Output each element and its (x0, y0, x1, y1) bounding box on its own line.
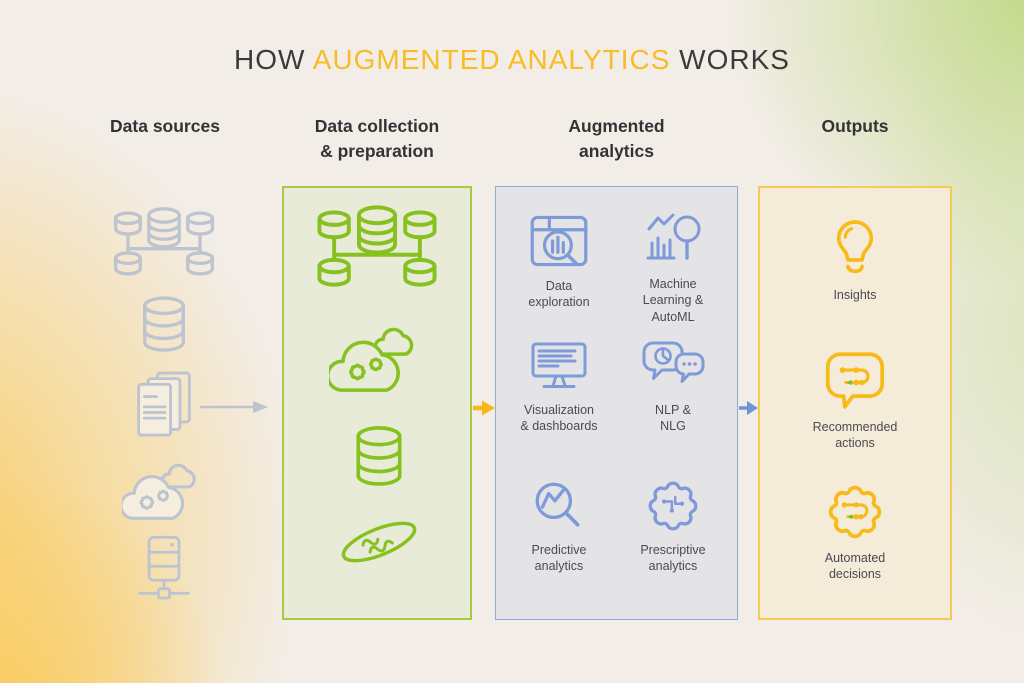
augmented-item-data-exploration: Data exploration (504, 211, 614, 311)
augmented-item-label: Visualization & dashboards (520, 403, 598, 434)
augmented-item-prescriptive: Prescriptive analytics (618, 477, 728, 575)
prescriptive-analytics-icon (644, 477, 702, 535)
data-exploration-icon (529, 211, 589, 271)
server-icon (136, 533, 192, 607)
title-highlight: AUGMENTED ANALYTICS (312, 44, 671, 75)
database-cluster-green-icon (314, 204, 440, 292)
gear-route-icon (824, 481, 886, 543)
flow-arrow-augmented-to-outputs (739, 399, 759, 422)
output-item-label: Insights (833, 288, 877, 302)
cloud-processing-icon (329, 321, 425, 399)
machine-learning-automl-icon (642, 211, 704, 269)
flow-arrow-collection-to-augmented (473, 399, 496, 422)
nlp-nlg-icon (640, 339, 706, 395)
augmented-item-label: Data exploration (528, 279, 590, 310)
header-data-collection: Data collection & preparation (314, 116, 440, 162)
data-sources-column (70, 186, 260, 620)
documents-icon (133, 369, 195, 441)
output-item-label: Automated decisions (824, 551, 886, 582)
header-data-sources: Data sources (110, 116, 220, 136)
augmented-item-predictive: Predictive analytics (504, 477, 614, 575)
augmented-item-label: Prescriptive analytics (640, 543, 706, 574)
augmented-item-ml-automl: Machine Learning & AutoML (618, 211, 728, 325)
visualization-dashboards-icon (528, 339, 590, 395)
output-item-automated-decisions: Automated decisions (770, 481, 940, 583)
database-green-icon (351, 424, 407, 490)
data-collection-box (282, 186, 472, 620)
lightbulb-icon (829, 216, 881, 280)
augmented-item-nlp-nlg: NLP & NLG (618, 339, 728, 435)
flow-arrow-sources-to-collection (199, 399, 270, 420)
speech-bubble-route-icon (818, 344, 892, 412)
clean-data-icon (333, 511, 425, 573)
header-augmented-analytics: Augmented analytics (568, 116, 665, 162)
predictive-analytics-icon (530, 477, 588, 535)
augmented-analytics-box: Data exploration Machine Learning & Auto… (495, 186, 738, 620)
output-item-insights: Insights (770, 216, 940, 303)
output-item-label: Recommended actions (812, 420, 898, 451)
augmented-item-label: NLP & NLG (655, 403, 691, 434)
augmented-item-label: Machine Learning & AutoML (642, 277, 704, 324)
augmented-item-label: Predictive analytics (531, 543, 587, 574)
augmented-item-visualization: Visualization & dashboards (504, 339, 614, 435)
header-outputs: Outputs (821, 116, 889, 136)
title-part-2: WORKS (670, 44, 790, 75)
output-item-recommended-actions: Recommended actions (770, 344, 940, 452)
page-title: HOW AUGMENTED ANALYTICS WORKS (0, 44, 1024, 76)
database-icon (138, 295, 190, 355)
database-cluster-icon (108, 206, 220, 280)
cloud-services-icon (122, 459, 206, 525)
outputs-box: Insights Recommended actions (758, 186, 952, 620)
title-part-1: HOW (234, 44, 313, 75)
